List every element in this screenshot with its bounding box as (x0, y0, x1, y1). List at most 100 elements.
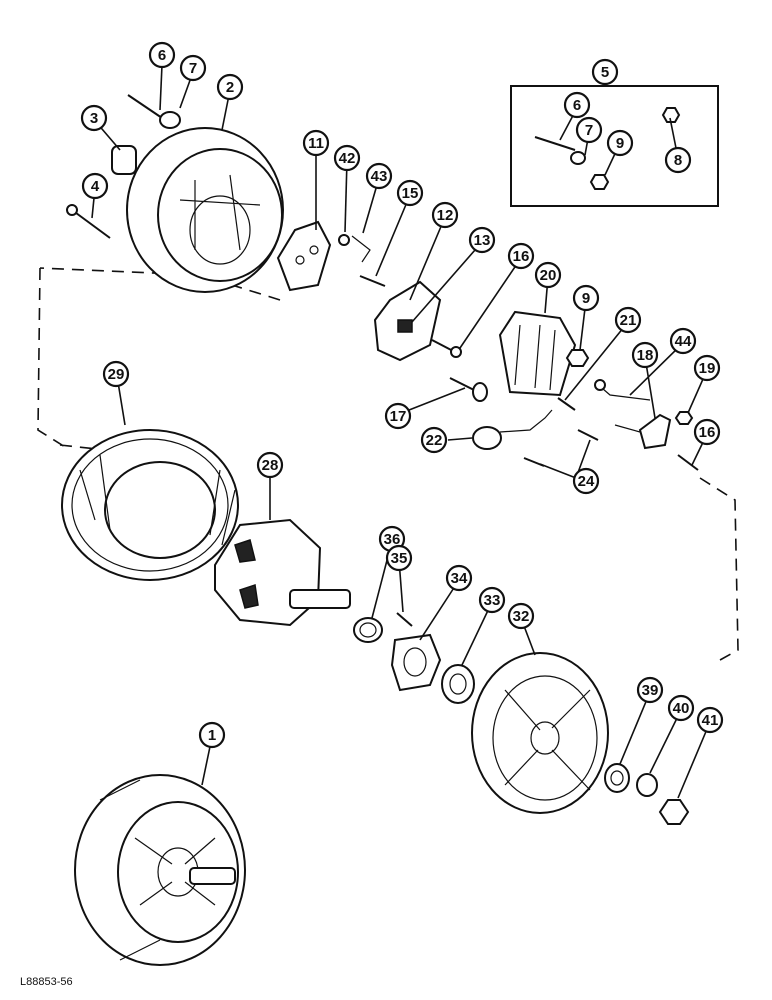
callout-7: 7 (179, 54, 207, 82)
bolt-21-part (557, 397, 576, 411)
svg-text:36: 36 (384, 531, 401, 548)
svg-text:22: 22 (426, 432, 443, 449)
bearing-part (441, 664, 475, 704)
svg-text:35: 35 (391, 550, 408, 567)
callout-40: 40 (667, 694, 695, 722)
callout-22: 22 (420, 426, 448, 454)
svg-text:16: 16 (513, 248, 530, 265)
callout-2: 2 (216, 73, 244, 101)
pulley-hardware-part (604, 763, 690, 825)
terminal-clip-part (338, 234, 371, 263)
svg-text:9: 9 (582, 290, 590, 307)
callout-13: 13 (468, 226, 496, 254)
hardware-kit-inset-box (510, 85, 719, 207)
front-housing-part (471, 652, 609, 814)
callout-41: 41 (696, 706, 724, 734)
retainer-plate-part (390, 633, 442, 692)
svg-text:9: 9 (616, 135, 624, 152)
callout-16b: 16 (693, 418, 721, 446)
svg-text:6: 6 (158, 47, 166, 64)
callout-8-inset: 8 (664, 146, 692, 174)
svg-text:40: 40 (673, 700, 690, 717)
svg-text:15: 15 (402, 185, 419, 202)
callout-43: 43 (365, 162, 393, 190)
screw-35-part (396, 612, 413, 627)
callout-29: 29 (102, 360, 130, 388)
callout-18: 18 (631, 341, 659, 369)
svg-text:29: 29 (108, 366, 125, 383)
callout-32: 32 (507, 602, 535, 630)
callout-16: 16 (507, 242, 535, 270)
svg-text:34: 34 (451, 570, 468, 587)
callout-9-inset: 9 (606, 129, 634, 157)
callout-24: 24 (572, 467, 600, 495)
callout-5: 5 (591, 58, 619, 86)
rear-housing-part (126, 127, 284, 293)
callout-34: 34 (445, 564, 473, 592)
callout-6: 6 (148, 41, 176, 69)
svg-text:11: 11 (308, 135, 324, 152)
svg-text:42: 42 (339, 150, 356, 167)
bearing-sleeve-part (353, 617, 383, 643)
callout-42: 42 (333, 144, 361, 172)
figure-reference: L88853-56 (20, 976, 73, 988)
callout-9: 9 (572, 284, 600, 312)
brush-holder-part (373, 280, 442, 362)
svg-text:7: 7 (189, 60, 197, 77)
svg-text:8: 8 (674, 152, 682, 169)
svg-text:3: 3 (90, 110, 98, 127)
screw-16-part (431, 339, 462, 358)
svg-text:13: 13 (474, 232, 491, 249)
callout-15: 15 (396, 179, 424, 207)
bushing-part (111, 145, 137, 175)
svg-text:5: 5 (601, 64, 609, 81)
svg-text:33: 33 (484, 592, 501, 609)
svg-text:44: 44 (675, 333, 692, 350)
terminal-18-part (614, 411, 694, 450)
callout-33: 33 (478, 586, 506, 614)
inset-hardware-part (534, 107, 681, 190)
callout-44: 44 (669, 327, 697, 355)
callout-11: 11 (302, 129, 330, 157)
bracket-part (276, 220, 332, 292)
svg-text:20: 20 (540, 267, 557, 284)
long-bolt-part (66, 204, 111, 239)
svg-text:17: 17 (390, 408, 407, 425)
svg-text:4: 4 (91, 178, 100, 195)
callout-4: 4 (81, 172, 109, 200)
nut-9-part (565, 349, 590, 367)
screw-16b-part (677, 454, 699, 471)
callout-7-inset: 7 (575, 116, 603, 144)
svg-text:32: 32 (513, 608, 530, 625)
callout-3: 3 (80, 104, 108, 132)
svg-text:19: 19 (699, 360, 716, 377)
screw-15-part (359, 275, 386, 287)
callout-1: 1 (198, 721, 226, 749)
svg-text:43: 43 (371, 168, 388, 185)
svg-text:21: 21 (620, 312, 637, 329)
capacitor-part (472, 409, 553, 450)
svg-text:39: 39 (642, 682, 659, 699)
screw-17-part (449, 377, 488, 402)
svg-text:2: 2 (226, 79, 234, 96)
callout-35: 35 (385, 544, 413, 572)
svg-text:7: 7 (585, 122, 593, 139)
stator-part (61, 429, 239, 581)
callout-20: 20 (534, 261, 562, 289)
strap-part (594, 379, 651, 401)
callout-39: 39 (636, 676, 664, 704)
alternator-assembly-part (74, 774, 246, 966)
callout-28: 28 (256, 451, 284, 479)
svg-text:16: 16 (699, 424, 716, 441)
callout-17: 17 (384, 402, 412, 430)
rectifier-part (498, 310, 577, 397)
rotor-part (214, 518, 351, 627)
callout-6-inset: 6 (563, 91, 591, 119)
svg-text:12: 12 (437, 207, 454, 224)
svg-text:41: 41 (702, 712, 719, 729)
svg-text:6: 6 (573, 97, 581, 114)
callout-19: 19 (693, 354, 721, 382)
svg-text:1: 1 (208, 727, 216, 744)
svg-text:24: 24 (578, 473, 595, 490)
